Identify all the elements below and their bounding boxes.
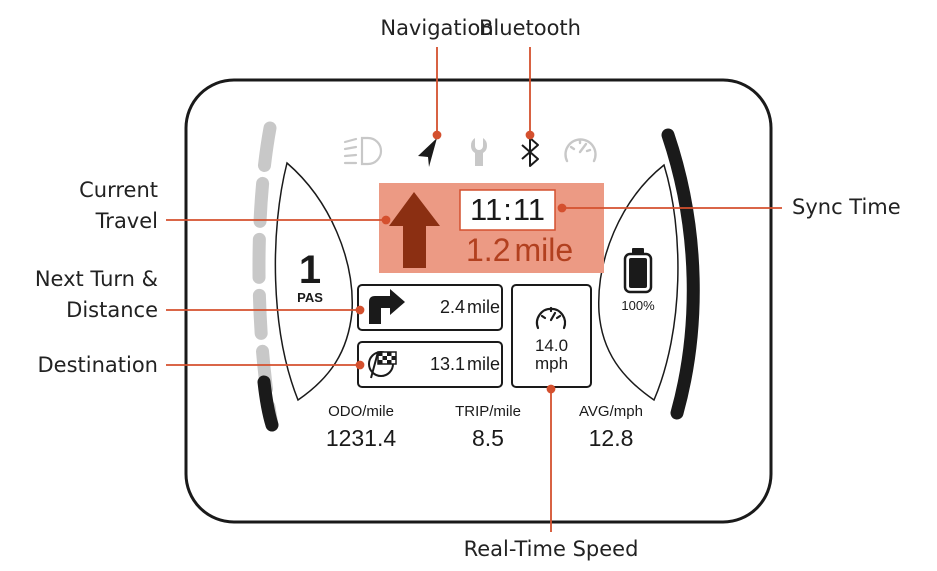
trip-value: 8.5 bbox=[472, 425, 504, 451]
current-distance-unit: mile bbox=[514, 232, 574, 268]
navigation-icon bbox=[418, 138, 437, 167]
callout-sync-time: Sync Time bbox=[792, 195, 901, 219]
navigation-leader-dot bbox=[432, 130, 442, 140]
callout-current-travel-line1: Current bbox=[79, 178, 158, 202]
speed-leader-dot bbox=[546, 384, 556, 394]
time-minutes: 11 bbox=[512, 192, 545, 227]
callout-bluetooth: Bluetooth bbox=[479, 16, 581, 40]
turn-right-icon bbox=[369, 289, 405, 324]
battery-icon bbox=[623, 248, 653, 294]
callout-next-turn-line1: Next Turn & bbox=[34, 267, 158, 291]
time-hours: 11 bbox=[470, 192, 503, 227]
current-distance-value: 1.2 bbox=[466, 232, 511, 268]
pas-lens bbox=[274, 161, 353, 402]
pas-scale-active bbox=[257, 375, 279, 432]
avg-label: AVG/mph bbox=[579, 403, 643, 420]
trip-label: TRIP/mile bbox=[455, 403, 521, 420]
avg-value: 12.8 bbox=[588, 425, 634, 451]
next-turn-unit: mile bbox=[466, 297, 500, 317]
bluetooth-leader-dot bbox=[525, 130, 535, 140]
headlight-icon bbox=[343, 136, 383, 166]
checkered-flag-icon bbox=[368, 351, 397, 379]
odo-label: ODO/mile bbox=[328, 403, 394, 420]
time-separator: : bbox=[503, 192, 512, 227]
next-turn-leader-dot bbox=[355, 305, 365, 315]
sync-time-leader-dot bbox=[557, 203, 567, 213]
pas-level: 1 bbox=[298, 248, 322, 292]
callout-current-travel-line2: Travel bbox=[95, 209, 158, 233]
odo-value: 1231.4 bbox=[325, 425, 397, 451]
sync-time: 11:11 bbox=[460, 190, 555, 230]
speedometer-icon bbox=[535, 306, 567, 330]
destination-unit: mile bbox=[466, 354, 500, 374]
battery-percent: 100% bbox=[621, 298, 655, 313]
destination-value: 13.1 bbox=[429, 354, 465, 374]
speed-unit: mph bbox=[534, 354, 569, 373]
callout-destination: Destination bbox=[37, 353, 158, 377]
speed-value: 14.0 bbox=[534, 336, 569, 355]
current-travel-leader-dot bbox=[381, 215, 391, 225]
pas-label: PAS bbox=[297, 290, 323, 305]
wrench-icon bbox=[470, 138, 488, 166]
speedometer-status-icon bbox=[564, 138, 597, 163]
battery-lens bbox=[598, 163, 679, 402]
destination-leader-dot bbox=[355, 360, 365, 370]
callout-real-time-speed: Real-Time Speed bbox=[463, 537, 639, 561]
bluetooth-icon bbox=[521, 137, 539, 167]
next-turn-value: 2.4 bbox=[439, 297, 465, 317]
callout-navigation: Navigation bbox=[380, 16, 494, 40]
battery-arc bbox=[661, 128, 700, 420]
straight-arrow-icon bbox=[389, 192, 440, 268]
callout-next-turn-line2: Distance bbox=[66, 298, 158, 322]
sync-time-box bbox=[459, 189, 556, 231]
